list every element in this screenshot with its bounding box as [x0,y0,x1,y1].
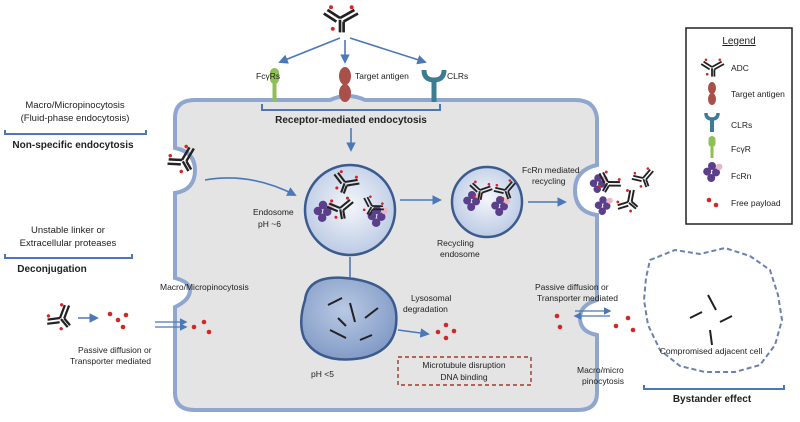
bystander-bracket [643,385,785,390]
unstable-linker-label: Unstable linker or [31,225,105,236]
exocytosis-fcrn-icon [589,174,613,215]
transporter-right-label: Transporter mediated [537,293,618,303]
bystander-fragments-icon [689,294,733,346]
passive-diffusion-right-label: Passive diffusion or [535,282,609,292]
fcgr-label: FcγRs [256,71,280,81]
outcome-box [397,356,532,386]
macro-pinocytosis-label: Macro/Micropinocytosis [25,100,124,111]
cell-membrane [173,94,599,412]
legend-item-label: FcRn [731,171,752,181]
adc-deconjugation-icon [41,299,81,337]
target-antigen-icon [708,82,716,105]
arrow-lysosome-to-payload [397,328,430,338]
endosome-label: Endosome [253,207,294,217]
pinocytosis-bottom-label: pinocytosis [582,376,624,386]
clr-icon [704,112,720,132]
legend: Legend ADC Target antigen CLRs FcγR FcRn… [685,27,793,225]
lysosomal-label: Lysosomal [411,293,451,303]
bystander-effect-label: Bystander effect [673,394,752,405]
fcgr-receptor-icon [270,68,279,102]
dna-binding-label: DNA binding [440,372,488,382]
receptor-mediated-endocytosis-label: Receptor-mediated endocytosis [275,115,427,126]
deconjugation-label: Deconjugation [17,264,86,275]
payload-dots-intracellular-right [554,313,563,330]
non-specific-endocytosis-label: Non-specific endocytosis [12,140,134,151]
payload-dots-entering-cell [191,319,212,335]
receptor-bracket [261,104,441,111]
target-antigen-receptor-icon [339,67,351,102]
payload-dots-extracellular [107,311,129,330]
clr-label: CLRs [447,71,468,81]
macro-pinocytosis-cell-label: Macro/Micropinocytosis [160,282,249,292]
passive-diffusion-arrows-left [155,318,188,331]
fcgr-icon [708,136,716,158]
passive-diffusion-left-label: Passive diffusion or [78,345,152,355]
arrow-pinocytosis-to-endosome [204,177,297,196]
endosome-ph-label: pH ~6 [258,219,281,229]
compromised-cell [642,246,784,373]
arrow-to-clr [349,37,427,65]
legend-item-label: FcγR [731,144,751,154]
compromised-cell-label: Compromised adjacent cell [660,346,763,356]
recycling-endosome-label: endosome [440,249,480,259]
lysosome [300,276,398,361]
lysosome-ph-label: pH <5 [311,369,334,379]
fcrn-recycling-label: recycling [532,176,566,186]
degradation-label: degradation [403,304,448,314]
deconjugation-bracket [4,254,133,259]
macro-micro-label: Macro/micro [577,365,624,375]
legend-item-label: ADC [731,63,749,73]
recycling-endosome [450,165,524,239]
fcrn-mediated-label: FcRn mediated [522,165,580,175]
legend-item-label: Free payload [731,198,781,208]
clr-receptor-icon [421,69,447,102]
endosome [303,163,397,257]
legend-title: Legend [722,36,755,47]
payload-icon [706,197,719,208]
microtubule-disruption-label: Microtubule disruption [422,360,505,370]
extracellular-proteases-label: Extracellular proteases [20,238,117,249]
degraded-antibody-fragments-icon [327,297,379,341]
fluid-phase-label: (Fluid-phase endocytosis) [21,113,130,124]
transporter-left-label: Transporter mediated [70,356,151,366]
arrow-to-fcgr [278,37,341,64]
target-antigen-label: Target antigen [355,71,409,81]
payload-dots-lysosome [435,322,457,341]
adc-top-icon [322,3,360,34]
passive-diffusion-arrows-right [573,307,612,320]
nonspecific-bracket [4,130,147,135]
legend-item-label: Target antigen [731,89,785,99]
payload-dots-extracellular-right [613,315,636,333]
legend-item-label: CLRs [731,120,752,130]
recycling-label: Recycling [437,238,474,248]
